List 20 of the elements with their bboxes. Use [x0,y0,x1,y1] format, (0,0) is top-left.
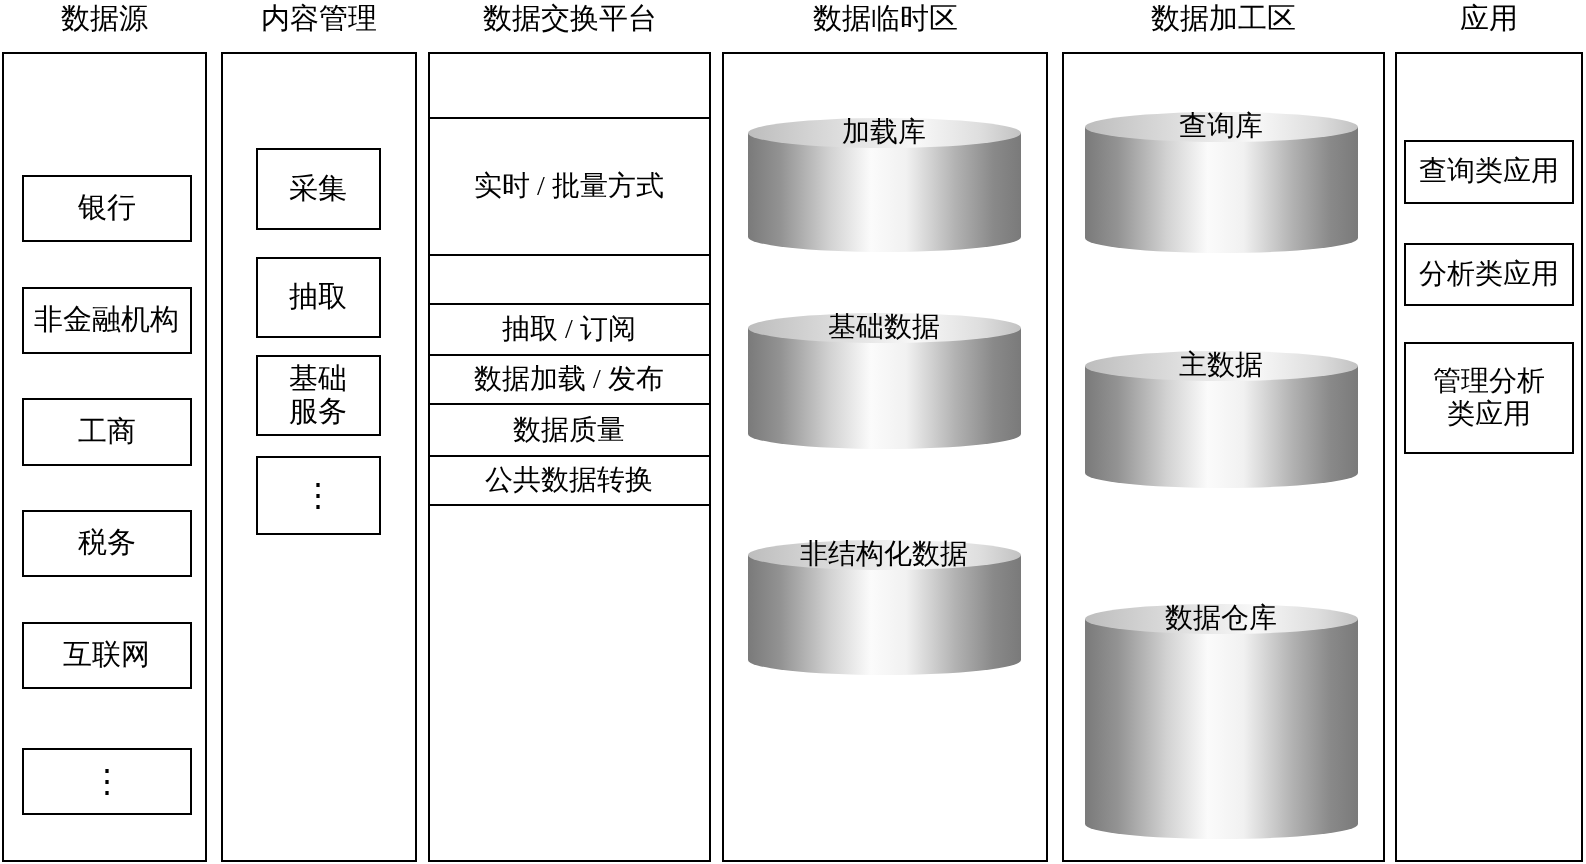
item-box: 管理分析类应用 [1403,341,1574,454]
item-box: 查询类应用 [1403,139,1574,204]
item-box: 非金融机构 [21,286,192,354]
item-box: 基础服务 [255,354,381,436]
item-box: ⋮ [21,747,192,815]
column-heading: 数据加工区 [1151,2,1296,34]
item-box: 银行 [21,174,192,242]
item-box: 分析类应用 [1403,242,1574,306]
layer-band: 实时 / 批量方式 [427,116,711,256]
item-box: 工商 [21,397,192,466]
item-box: 采集 [255,147,381,230]
item-box: 抽取 [255,256,381,338]
column-heading: 数据源 [61,2,148,34]
column-heading: 数据临时区 [812,2,958,34]
column-heading: 数据交换平台 [482,2,657,34]
item-box: ⋮ [255,455,381,535]
item-box: 税务 [21,509,192,577]
column-heading: 内容管理 [261,2,377,34]
column-heading: 应用 [1460,2,1518,34]
item-box: 互联网 [21,621,192,689]
